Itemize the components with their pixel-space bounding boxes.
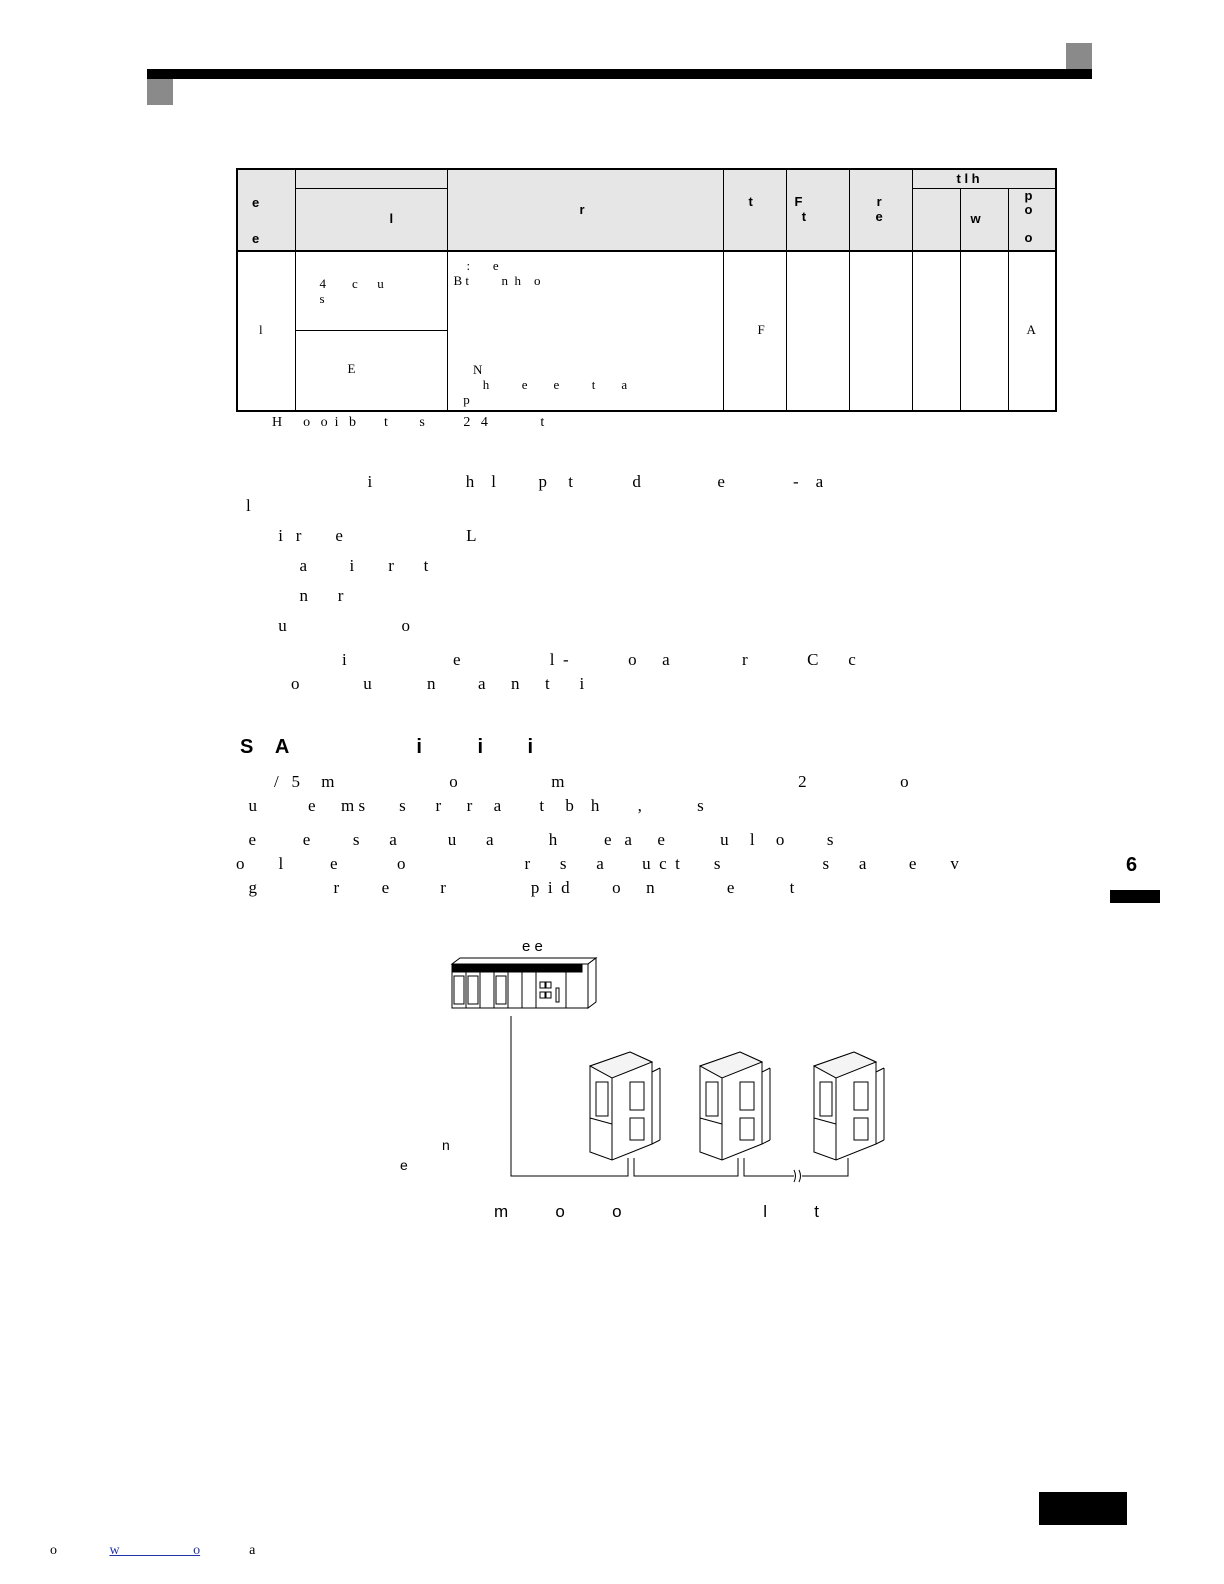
chapter-number: 6 [1126, 854, 1138, 876]
chapter-tab-bar [1110, 890, 1160, 903]
table-note: H o o i b t s 2 4 t [272, 415, 545, 430]
section-paragraph-line: e e s a u a h e a e u l o s [240, 830, 834, 849]
paragraph-line: n r [240, 586, 344, 605]
cable-label-line2: e [400, 1157, 408, 1173]
paragraph-line: i r e L [240, 526, 477, 545]
footer-suffix: a [249, 1543, 256, 1558]
col-header-description: r [446, 168, 724, 252]
parameter-table: e e r t F t r e t l h l w p o o [236, 168, 1057, 412]
col-header-name: l [294, 188, 448, 252]
paragraph-line: u o [240, 616, 410, 635]
header-rule [147, 69, 1092, 79]
paragraph-line: o u n a n t i [240, 674, 585, 693]
row-vf-cell [911, 250, 961, 411]
inverter-3 [812, 1051, 885, 1161]
inverter-2 [698, 1051, 771, 1161]
row-openloop-cell: A [1007, 250, 1057, 411]
row-description-cell: : e B t n h o N h e e t a p [446, 250, 724, 411]
cable-label-line1: n [442, 1137, 450, 1153]
footer-prefix: o [50, 1543, 57, 1558]
paragraph-line: i h l p t d e - a [240, 472, 824, 491]
network-diagram-svg: e e n e [400, 938, 885, 1183]
section-paragraph-line: g r e r p i d o n e t [240, 878, 795, 897]
communication-cable [510, 1016, 849, 1183]
row-name-bottom-cell: E [294, 330, 448, 411]
col-header-factory: F t [785, 168, 850, 252]
col-header-vf [911, 188, 961, 252]
row-name-top-cell: 4 c u s [294, 250, 448, 331]
col-header-name-top [294, 168, 448, 189]
paragraph-line: l [246, 496, 251, 515]
row-factory-cell [785, 250, 850, 411]
inverter-1 [588, 1051, 661, 1161]
col-header-change: r e [848, 168, 913, 252]
section-heading: S A i i i [240, 736, 534, 758]
header-square-left [147, 79, 173, 105]
network-diagram: e e n e [380, 930, 900, 1230]
col-header-vf-pg: w [959, 188, 1009, 252]
paragraph-line: i e l - o a r C c [240, 650, 856, 669]
footer-link[interactable]: w o [109, 1543, 201, 1558]
page-number-box [1039, 1492, 1127, 1525]
row-change-cell [848, 250, 913, 411]
header-square-right [1066, 43, 1092, 69]
col-header-control-group: t l h [911, 168, 1057, 189]
footer: o w o a [50, 1543, 255, 1559]
plc-rack [450, 957, 598, 1009]
col-header-code: e e [236, 168, 296, 252]
row-code-cell: l [236, 250, 296, 411]
row-vfpg-cell [959, 250, 1009, 411]
row-setting-cell: F [722, 250, 787, 411]
section-paragraph-line: o l e o r s a u c t s s a e v [236, 854, 959, 873]
col-header-setting: t [722, 168, 787, 252]
diagram-caption: m o o l t [494, 1202, 819, 1221]
col-header-open-loop: p o o [1007, 188, 1057, 252]
plc-label: e e [522, 938, 543, 955]
section-paragraph-line: u e m s s r r a t b h , s [240, 796, 704, 815]
paragraph-line: a i r t [240, 556, 429, 575]
section-paragraph-line: / 5 m o m 2 o [240, 772, 909, 791]
